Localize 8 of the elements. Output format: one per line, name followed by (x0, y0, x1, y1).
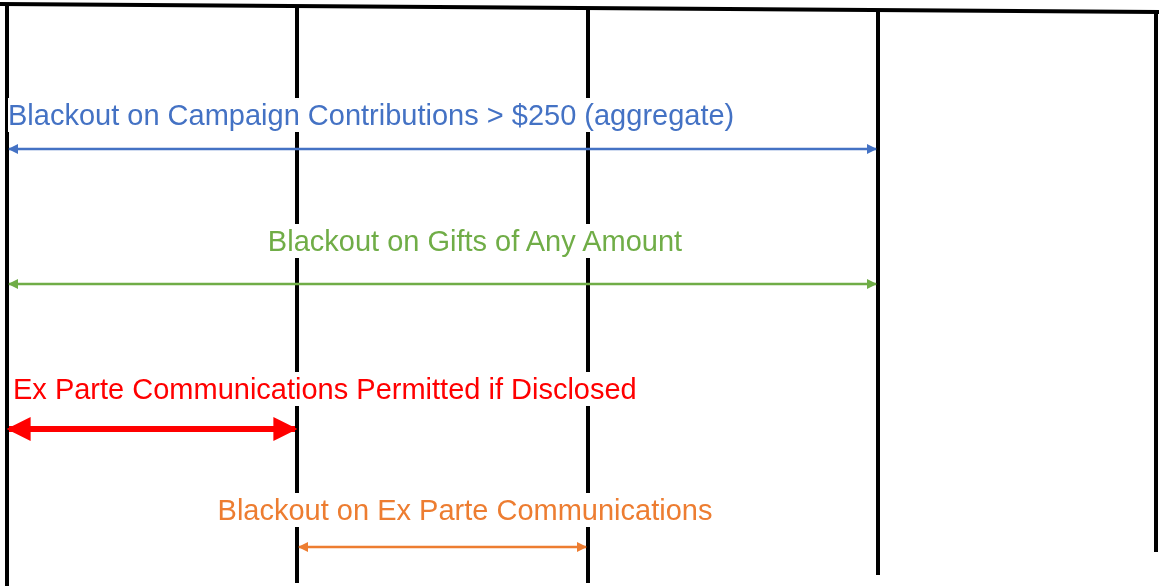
edge-label: Ex Parte Communications Permitted if Disclosed (13, 372, 637, 406)
double-arrow (298, 542, 587, 552)
edge-label: Blackout on Ex Parte Communications (217, 493, 713, 527)
double-arrow (6, 417, 298, 441)
double-arrow (8, 279, 877, 289)
edge-label: Blackout on Gifts of Any Amount (267, 224, 683, 258)
double-arrow (8, 144, 877, 154)
edge-label: Blackout on Campaign Contributions > $250 (aggregate) (8, 98, 735, 132)
